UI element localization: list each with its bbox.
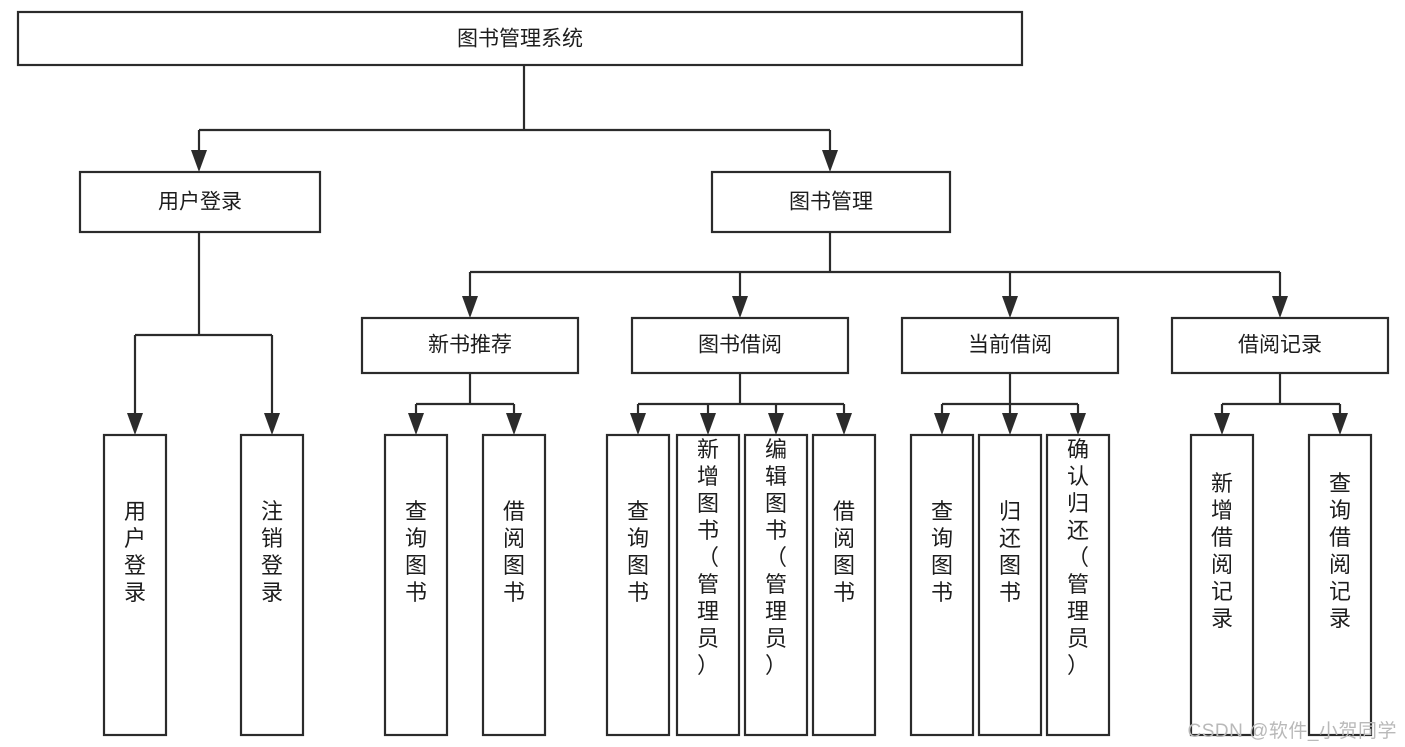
leaf-logout[interactable]: 注销登录 xyxy=(239,433,305,737)
node-book-management-label: 图书管理 xyxy=(789,191,873,214)
connector-user-login-to-leaves xyxy=(127,232,280,435)
connector-book-mgmt-to-level3 xyxy=(462,232,1288,318)
connector-newbook-to-leaves xyxy=(408,373,522,435)
connector-borrow-to-leaves xyxy=(630,373,852,435)
leaf-current-query-book-label: 查询图书 xyxy=(931,499,953,605)
node-book-management[interactable]: 图书管理 xyxy=(710,170,952,234)
leaf-recommend-query-book[interactable]: 查询图书 xyxy=(383,433,449,737)
leaf-borrow-add-book[interactable]: 新增图书（管理员） xyxy=(675,433,741,737)
leaf-current-query-book[interactable]: 查询图书 xyxy=(909,433,975,737)
connector-root-to-level2 xyxy=(191,65,838,172)
leaf-record-add[interactable]: 新增借阅记录 xyxy=(1189,433,1255,737)
node-new-book-recommend-label: 新书推荐 xyxy=(428,334,512,357)
node-book-borrow[interactable]: 图书借阅 xyxy=(630,316,850,375)
node-borrow-record-label: 借阅记录 xyxy=(1238,334,1322,357)
leaf-record-add-label: 新增借阅记录 xyxy=(1211,471,1233,631)
node-root-label: 图书管理系统 xyxy=(457,28,583,51)
leaf-borrow-add-book-label: 新增图书（管理员） xyxy=(697,437,719,678)
leaf-current-return-book-label: 归还图书 xyxy=(999,499,1021,605)
leaf-borrow-borrow-book-label: 借阅图书 xyxy=(833,499,855,605)
node-root[interactable]: 图书管理系统 xyxy=(16,10,1024,67)
node-current-borrow-label: 当前借阅 xyxy=(968,334,1052,357)
node-user-login[interactable]: 用户登录 xyxy=(78,170,322,234)
leaf-logout-label: 注销登录 xyxy=(261,499,283,605)
node-new-book-recommend[interactable]: 新书推荐 xyxy=(360,316,580,375)
leaf-record-query-label: 查询借阅记录 xyxy=(1329,471,1351,631)
leaf-current-confirm-return[interactable]: 确认归还（管理员） xyxy=(1045,433,1111,737)
node-book-borrow-label: 图书借阅 xyxy=(698,334,782,357)
connector-record-to-leaves xyxy=(1214,373,1348,435)
leaf-borrow-query-book[interactable]: 查询图书 xyxy=(605,433,671,737)
leaf-borrow-query-book-label: 查询图书 xyxy=(627,499,649,605)
leaf-borrow-edit-book-label: 编辑图书（管理员） xyxy=(765,437,787,678)
connector-current-to-leaves xyxy=(934,373,1086,435)
node-current-borrow[interactable]: 当前借阅 xyxy=(900,316,1120,375)
leaf-borrow-borrow-book[interactable]: 借阅图书 xyxy=(811,433,877,737)
leaf-recommend-borrow-book[interactable]: 借阅图书 xyxy=(481,433,547,737)
leaf-recommend-query-book-label: 查询图书 xyxy=(405,499,427,605)
leaf-user-login-label: 用户登录 xyxy=(124,499,146,605)
leaf-user-login[interactable]: 用户登录 xyxy=(102,433,168,737)
leaf-record-query[interactable]: 查询借阅记录 xyxy=(1307,433,1373,737)
node-user-login-label: 用户登录 xyxy=(158,191,242,214)
leaf-borrow-edit-book[interactable]: 编辑图书（管理员） xyxy=(743,433,809,737)
leaf-current-confirm-return-label: 确认归还（管理员） xyxy=(1067,437,1089,678)
leaf-recommend-borrow-book-label: 借阅图书 xyxy=(503,499,525,605)
leaf-current-return-book[interactable]: 归还图书 xyxy=(977,433,1043,737)
csdn-watermark: CSDN @软件_小贺同学 xyxy=(1187,721,1397,742)
node-borrow-record[interactable]: 借阅记录 xyxy=(1170,316,1390,375)
